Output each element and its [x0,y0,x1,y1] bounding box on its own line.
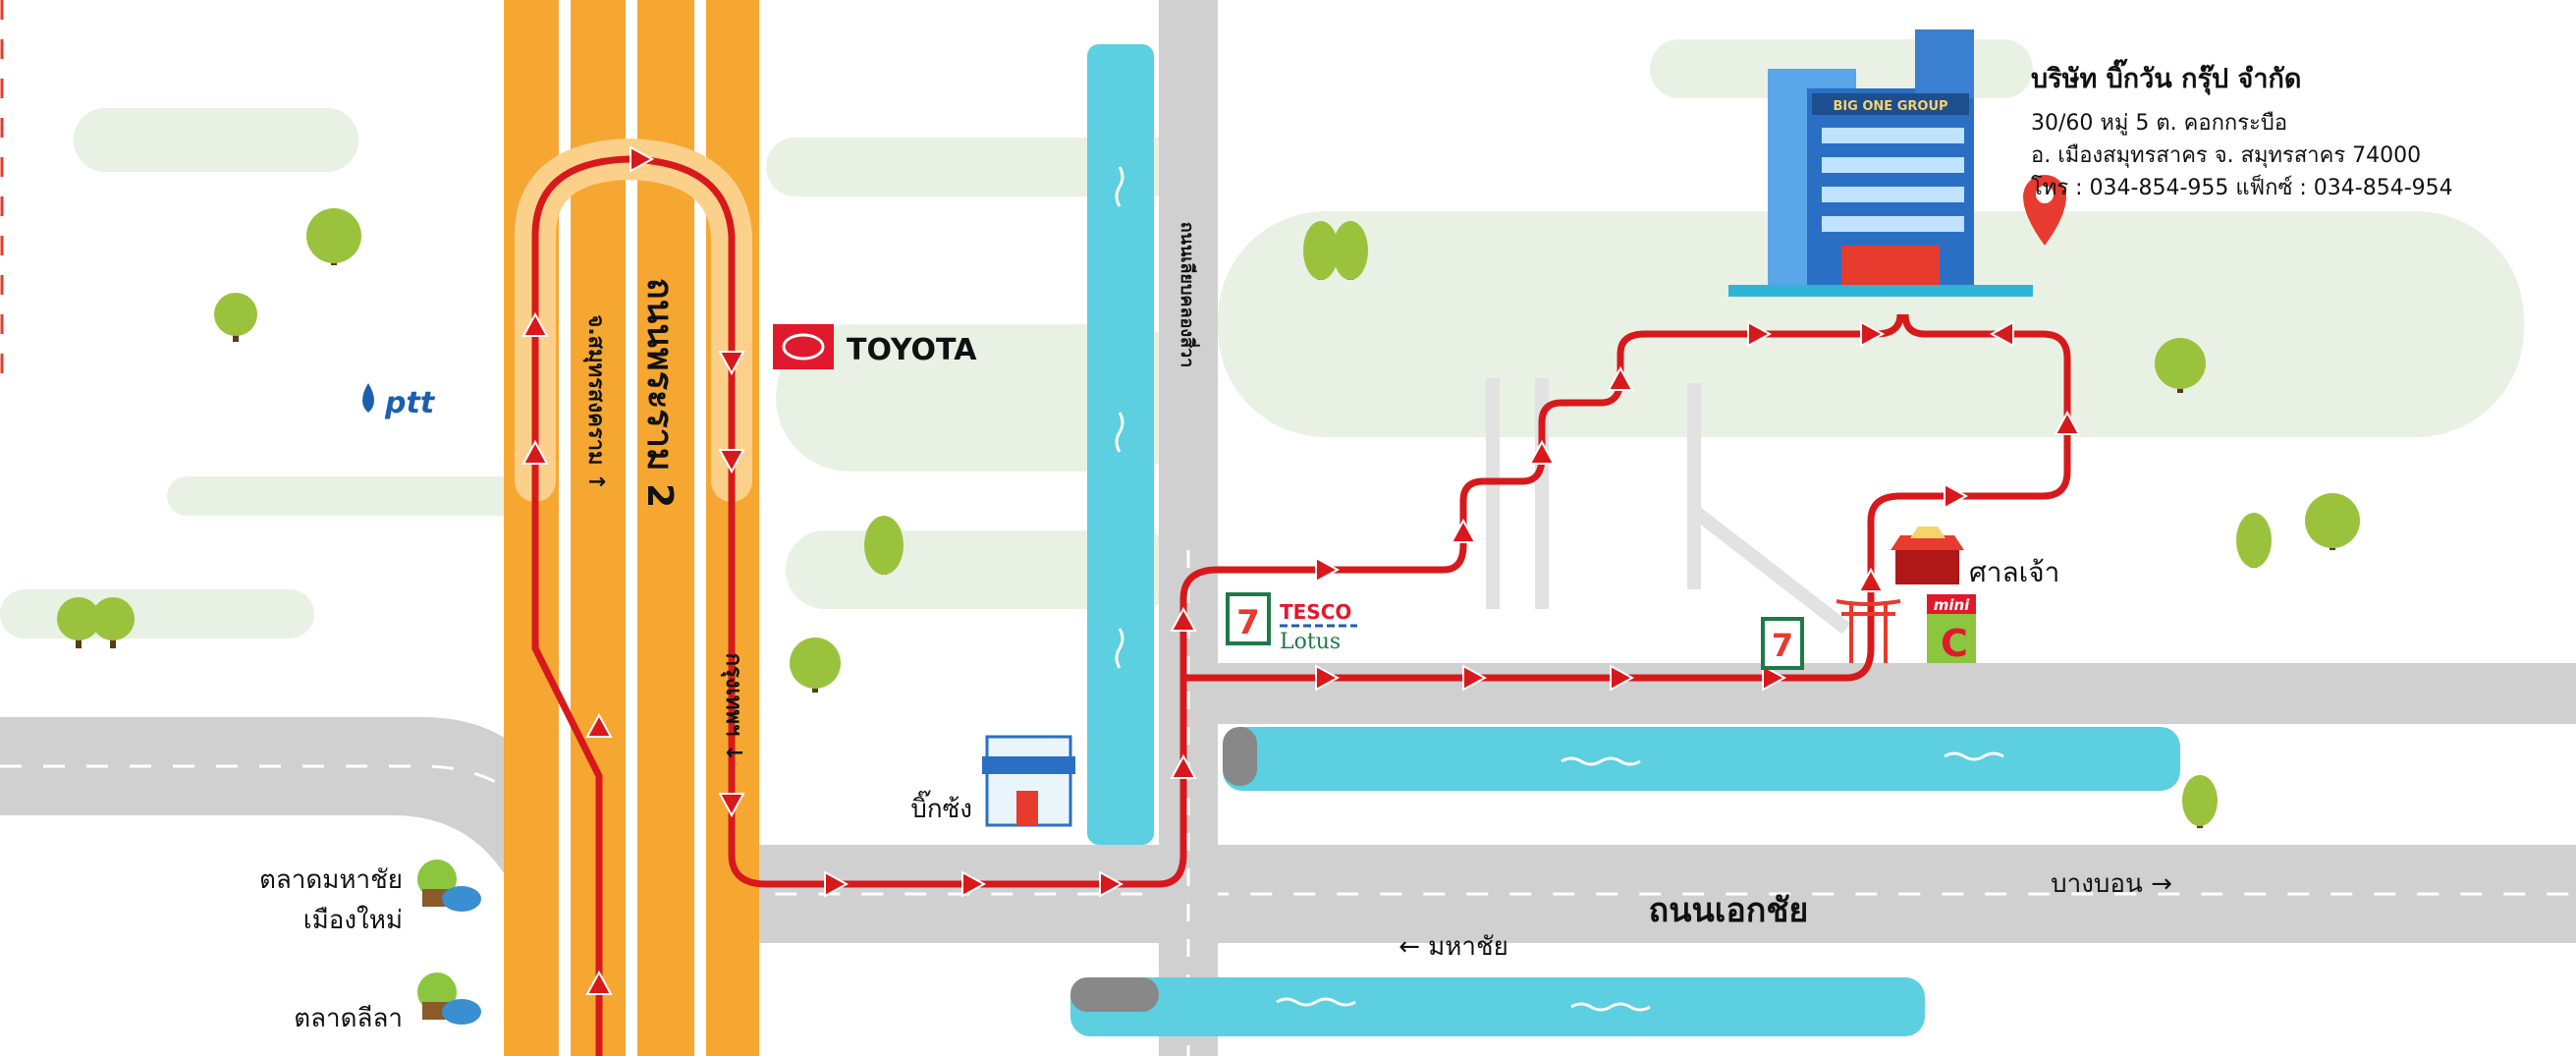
water-ripples [1115,166,2004,1012]
ekachai-label: ถนนเอกชัย [1649,891,1809,930]
culverts [1070,727,1257,1012]
canal [1070,44,2180,1036]
soi-road [1178,663,2576,724]
market-icon [417,973,481,1025]
side-streets [1486,378,1851,635]
company-address-1: 30/60 หมู่ 5 ต. คอกกระบือ [2031,111,2288,136]
to-bang-bon-label: บางบอน → [2051,869,2172,899]
seven-eleven-logo-icon [1226,592,1271,645]
toyota-label: TOYOTA [847,333,977,367]
route-arrows [521,145,2081,995]
market-leela-label: ตลาดลีลา [294,1004,403,1033]
seven-eleven-text: 7 [1236,603,1260,642]
to-samut-songkhram-label: จ.สมุทรสงคราม ↑ [582,314,608,490]
company-address-2: อ. เมืองสมุทรสาคร จ. สมุทรสาคร 74000 [2031,143,2422,168]
shrine-label: ศาลเจ้า [1969,556,2059,588]
big-one-group-building [1728,29,2066,297]
market-icon [417,860,481,912]
to-mahachai-label: ← มหาชัย [1398,932,1508,962]
big-c-text: C [1941,622,1968,665]
seven-eleven-text: 7 [1772,627,1793,664]
lotus-label: Lotus [1280,630,1341,654]
big-chang-label: บิ๊กซ้ง [910,790,972,824]
canal-road [1159,0,1218,1056]
ptt-logo-icon [362,383,374,413]
market-mahachai-label: ตลาดมหาชัย [259,865,403,895]
ptt-label: ptt [384,386,436,420]
to-bangkok-label: กรุงเทพฯ ↓ [720,653,745,762]
torii-gate-icon [1836,599,1901,663]
tesco-label: TESCO [1280,600,1351,624]
company-name: บริษัท บิ๊กวัน กรุ๊ป จำกัด [2031,64,2302,94]
shrine-icon [1891,527,1964,584]
shop-icon [982,735,1075,827]
location-pin-icon [2023,175,2066,246]
company-contact: โทร : 034-854-955 แฟ็กซ์ : 034-854-954 [2031,176,2453,200]
market-mahachai-label-2: เมืองใหม่ [303,906,403,935]
toyota-logo-icon [773,324,834,369]
seven-eleven-logo-icon [1761,617,1804,670]
building-sign: BIG ONE GROUP [1833,99,1947,114]
tree-icons [57,208,2360,828]
mini-big-c-text: mini [1934,596,1970,614]
company-info: บริษัท บิ๊กวัน กรุ๊ป จำกัด 30/60 หมู่ 5 … [2031,57,2453,204]
canal-road-label: ถนนเลียบคลองสี่วา [1177,222,1200,368]
rama2-label: ถนนพระราม 2 [639,278,680,508]
